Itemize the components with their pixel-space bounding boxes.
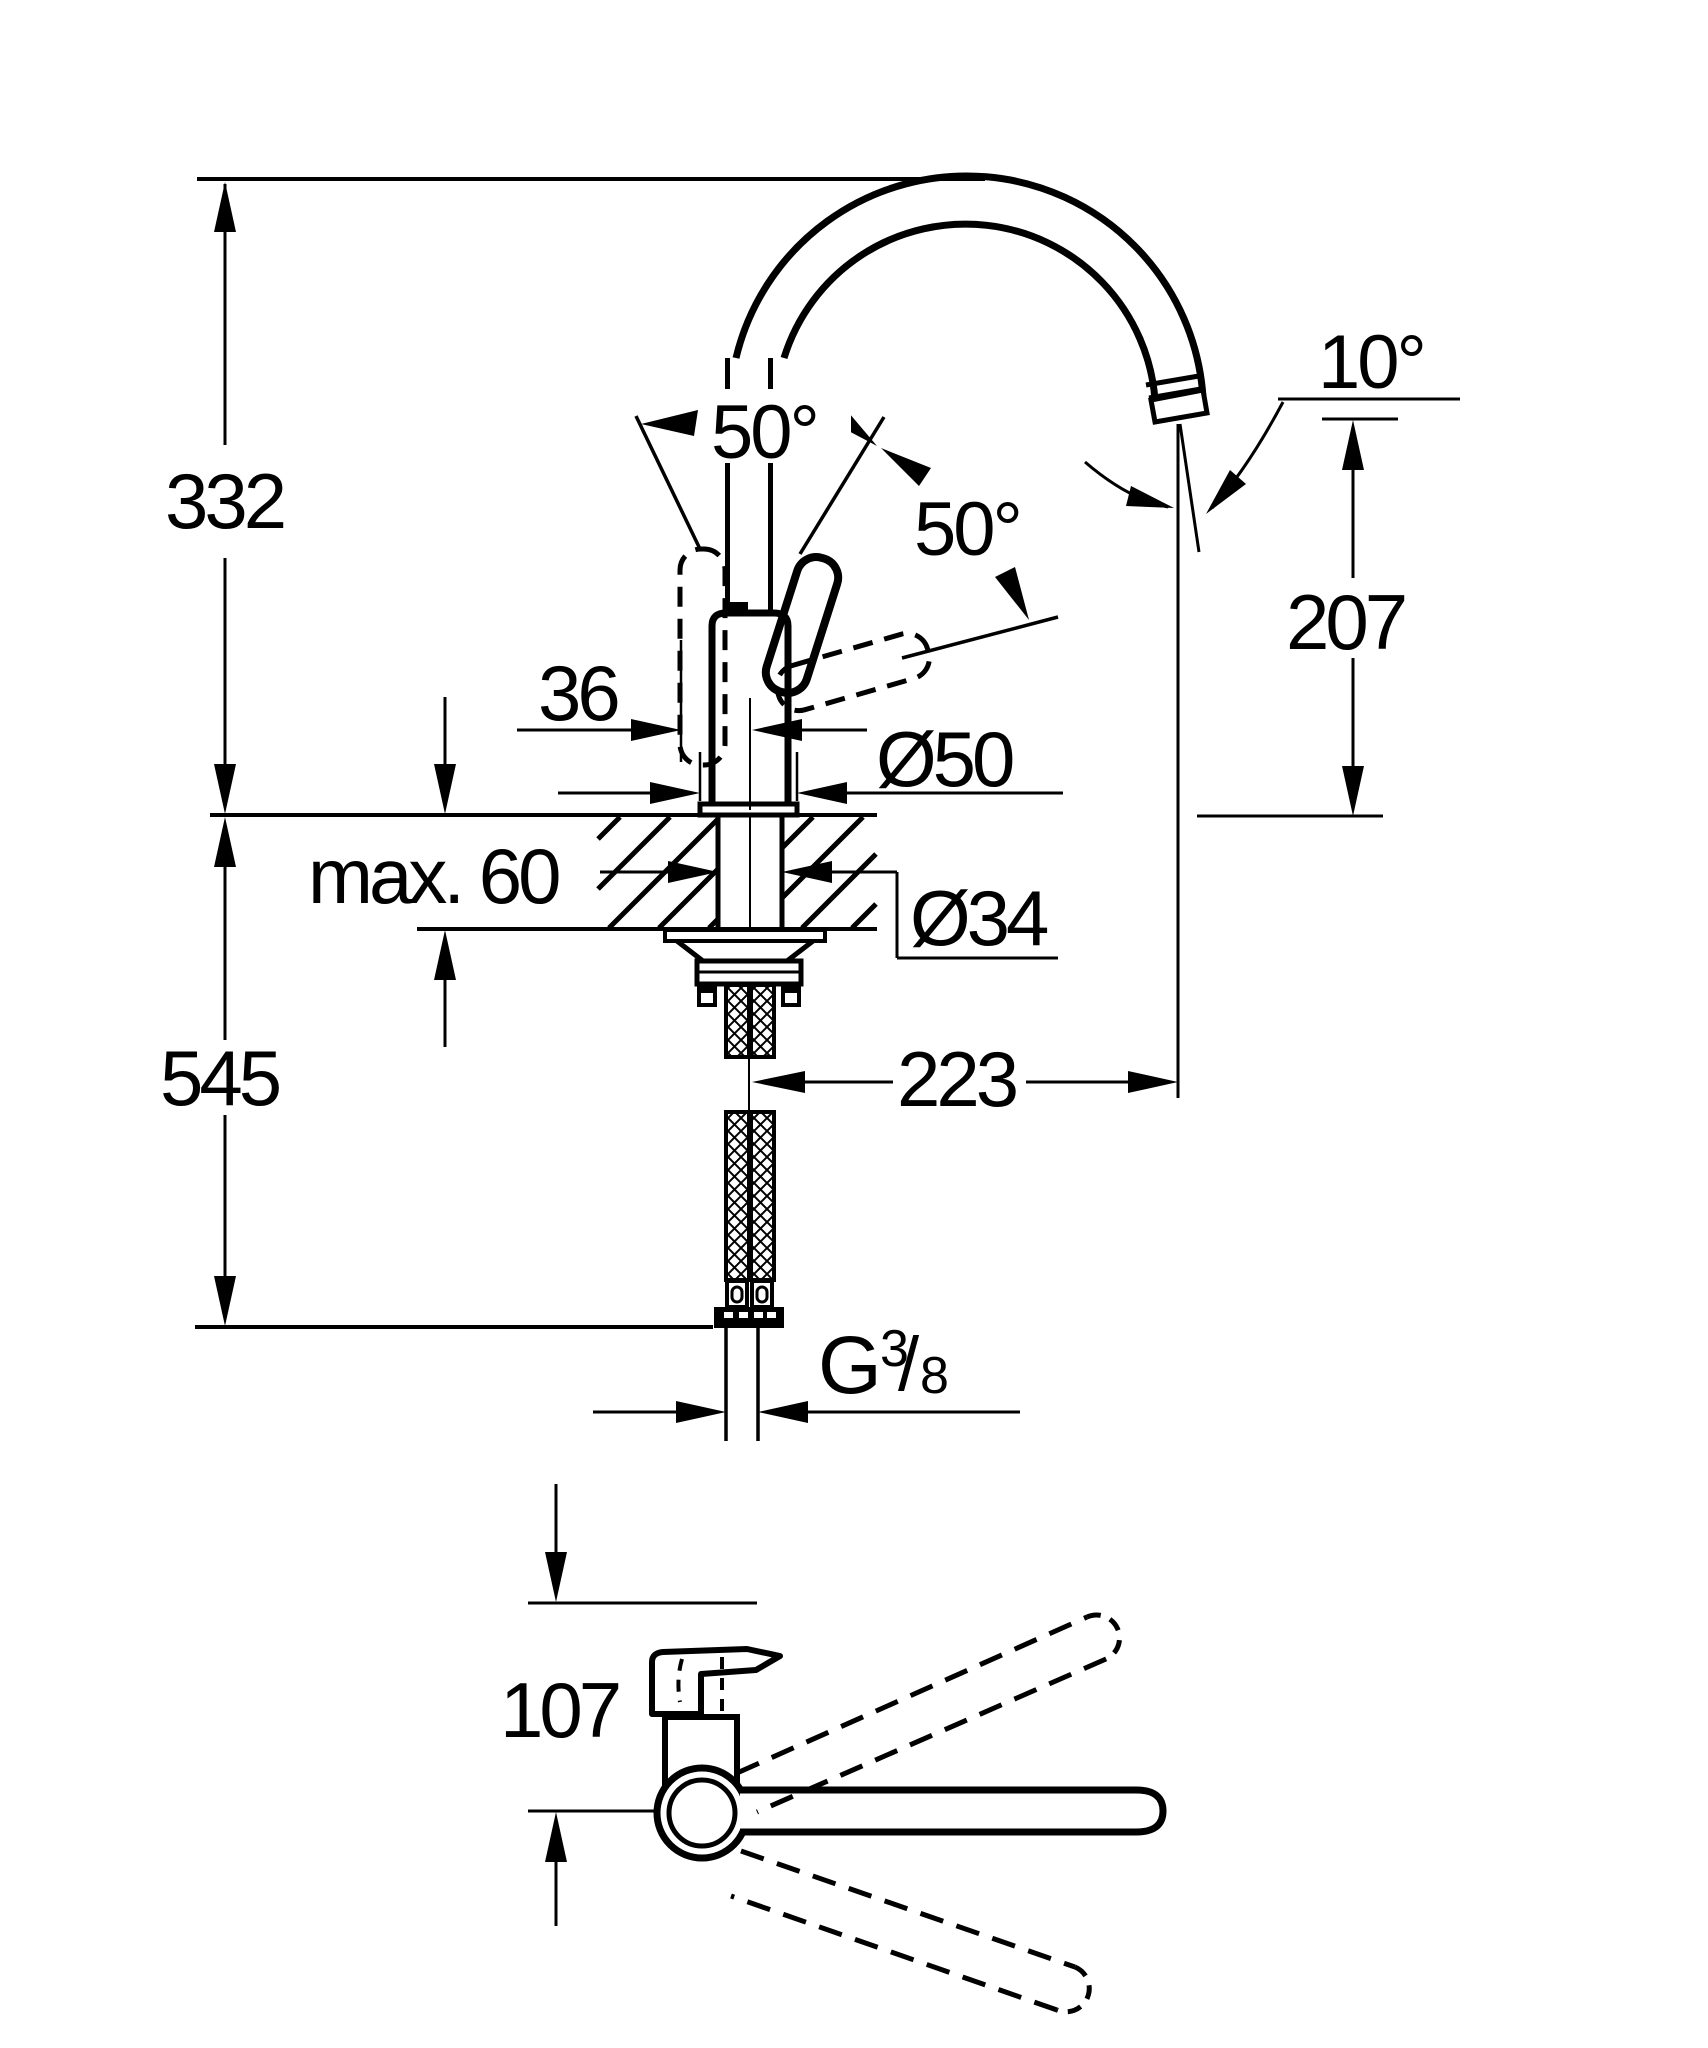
arrow-332-top [214,182,236,232]
arrow-10-right [1206,470,1246,514]
label-10deg: 10° [1318,320,1424,405]
label-50-left: 50° [711,390,817,475]
label-d34: Ø34 [910,874,1048,962]
plan-spout-solid [740,1786,1167,1836]
shank-tails [724,1328,760,1441]
arrow-223-left [752,1071,805,1093]
lever-solid [761,553,843,697]
plan-spout-down-lines [730,1848,1076,2013]
hatch-right [780,815,878,930]
arrow-50b-lower [995,567,1029,620]
body-top-tab [729,602,748,613]
arrow-36-left [631,719,681,741]
arrow-max60-bottom [434,930,456,980]
line-work [195,172,1460,2015]
arrow-g38-left [676,1401,726,1423]
spout-inner-arc [780,220,1159,401]
label-thread-num: 3 [880,1320,909,1378]
arrow-107-top [545,1552,567,1602]
label-332: 332 [165,457,284,545]
label-545: 545 [160,1034,280,1122]
arrow-d34-right [782,861,832,883]
label-d50: Ø50 [876,715,1013,803]
label-207: 207 [1286,578,1405,666]
plan-view [528,1484,1167,2015]
angle-line-left [634,415,702,550]
arrow-d50-left [650,782,700,804]
label-thread-slash: / [898,1322,920,1407]
hose-left-lower [724,1110,751,1282]
deck-hole-edges [715,817,785,929]
dimension-lines [195,177,1460,1414]
arrow-d34-left [668,861,718,883]
label-223: 223 [897,1035,1016,1123]
label-thread-g: G [818,1320,882,1411]
label-36: 36 [538,649,617,737]
arrow-545-top [214,817,236,867]
stabilizer-plate [663,928,827,943]
lever-dashed-down [774,630,932,714]
arrow-207-top [1342,420,1364,470]
arrow-10-left [1126,486,1174,508]
spout [732,172,1210,425]
centerline [748,698,751,1112]
arrow-36-right [752,719,802,741]
label-107: 107 [500,1666,619,1754]
faucet-body [697,358,800,1112]
bolt-cap-right [783,984,799,993]
arrow-545-bottom [214,1276,236,1326]
spout-outer-arc [732,172,1207,398]
mounting-braces [675,939,815,963]
label-50-right: 50° [914,487,1020,572]
hose-right-upper [749,983,776,1059]
arrow-max60-top [434,764,456,814]
nut-slots [724,1312,776,1318]
hose-right-lower [749,1110,776,1282]
arrow-50a-left [641,410,698,436]
arrow-g38-right [758,1401,808,1423]
fitting-slot-left [730,1285,744,1304]
plan-spout-up-lines [735,1614,1108,1815]
arrow-107-bottom [545,1812,567,1862]
arrow-50b-upper [881,448,931,486]
spout-tip [1148,387,1210,425]
label-mask-50a [703,389,851,463]
dimension-labels: 332 545 50° 50° 10° 207 36 Ø50 max. 60 Ø… [160,320,1427,1754]
plan-handle [649,1646,783,1717]
plan-pivot-inner [666,1777,738,1849]
label-thread-den: 8 [920,1347,949,1405]
bolt-cap-left [699,984,715,993]
supply-hoses [724,983,776,1441]
fitting-slot-right [755,1285,769,1304]
outlet-axis-tilted [1178,423,1201,553]
arrow-332-bottom [214,764,236,814]
escutcheon-flange [697,801,800,818]
arrow-223-right [1128,1071,1178,1093]
arrow-d50-right [797,782,847,804]
label-max60: max. 60 [308,832,559,920]
plan-spout-down-cap [1056,1964,1092,2015]
angle-line-lower [901,615,1059,660]
plan-spout-up-cap [1085,1612,1123,1662]
dim-d34-line [600,870,1058,960]
arrow-207-bottom [1342,766,1364,816]
ext-d50 [698,752,799,801]
hose-left-upper [724,983,751,1059]
